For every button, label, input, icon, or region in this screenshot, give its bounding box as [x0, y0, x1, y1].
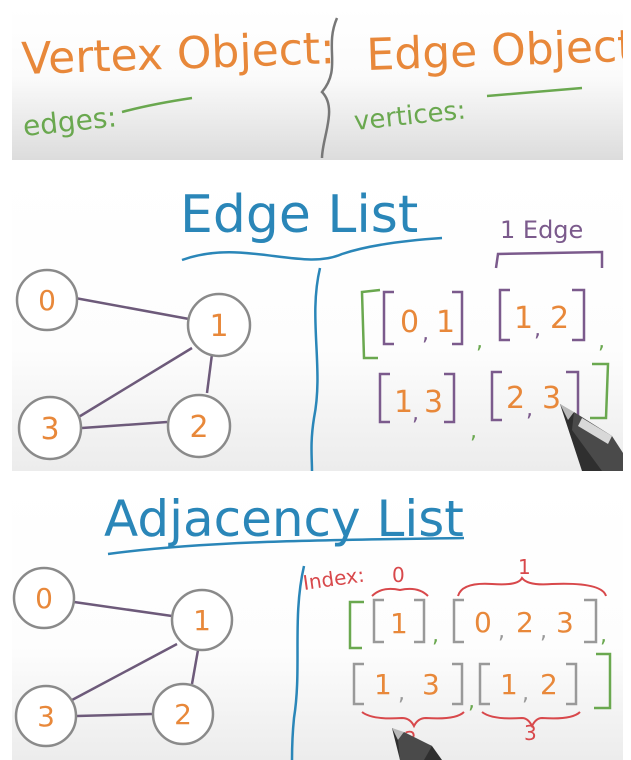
edge-endpoint: 2 [506, 381, 525, 416]
edge-list-node-3: 3 [17, 395, 83, 461]
pen-icon [560, 404, 623, 471]
adjacency-node-0: 0 [12, 566, 76, 630]
edge-endpoint: 3 [542, 381, 561, 416]
vertex-object-title: Vertex Object: [21, 23, 336, 85]
one-edge-annotation: 1 Edge [500, 216, 583, 244]
edge-endpoint: 0 [400, 305, 419, 340]
edge-entry-1: 1 , 2 [498, 288, 586, 342]
index-number-1: 1 [518, 555, 531, 579]
adjacency-entry-2: 1 , 3 [352, 662, 464, 706]
edges-value-line [121, 96, 193, 114]
list-separator: , [470, 419, 477, 444]
neighbor-value: 3 [422, 668, 440, 701]
index-brace-0 [371, 587, 429, 597]
objects-divider [320, 17, 339, 159]
graph-edge-1-2 [205, 353, 214, 394]
edge-list-panel: Edge List 0 1 2 3 1 Edge [12, 168, 623, 471]
list-separator: , [600, 623, 607, 648]
node-label: 1 [209, 309, 228, 344]
index-brace-2 [361, 711, 465, 729]
node-label: 3 [40, 412, 59, 447]
outer-list-open-bracket [348, 600, 364, 650]
edge-endpoint: 1 [436, 305, 455, 340]
vertex-edges-field: edges: [21, 100, 118, 143]
list-separator: , [432, 623, 439, 648]
neighbor-value: 2 [540, 668, 558, 701]
index-number-0: 0 [392, 563, 405, 587]
edge-object-title: Edge Object: [366, 20, 623, 81]
node-label: 2 [174, 698, 192, 731]
index-number-3: 3 [524, 721, 537, 745]
edge-entry-0: 0 , 1 [382, 290, 464, 346]
svg-text:,: , [412, 401, 419, 426]
neighbor-value: 0 [474, 606, 492, 639]
edge-list-node-2: 2 [166, 393, 232, 459]
adjacency-node-2: 2 [151, 682, 215, 746]
neighbor-value: 3 [556, 606, 574, 639]
graph-edge-1-3 [76, 346, 193, 420]
node-label: 0 [38, 284, 56, 317]
svg-text:,: , [398, 681, 405, 706]
graph-edge-1-3 [71, 642, 178, 702]
index-brace-3 [481, 711, 581, 729]
edge-vertices-field: vertices: [353, 95, 468, 137]
edge-endpoint: 3 [424, 385, 443, 420]
list-separator: , [598, 329, 605, 354]
neighbor-value: 1 [500, 668, 518, 701]
graph-edge-3-2 [81, 420, 168, 430]
neighbor-value: 1 [374, 668, 392, 701]
edge-list-graph-edges [74, 296, 214, 430]
outer-list-close-bracket [590, 362, 610, 420]
graph-edge-0-1 [74, 296, 190, 321]
edge-endpoint: 1 [394, 385, 413, 420]
adjacency-node-1: 1 [170, 588, 234, 652]
adjacency-entry-3: 1 , 2 [478, 662, 578, 706]
svg-text:,: , [522, 681, 529, 706]
graph-edge-0-1 [73, 600, 173, 618]
adjacency-divider [290, 565, 306, 760]
list-separator: , [468, 689, 475, 714]
objects-canvas: Vertex Object: edges: Edge Object: verti… [21, 17, 623, 159]
neighbor-value: 1 [390, 607, 408, 640]
svg-text:,: , [526, 397, 533, 422]
edge-list-node-1: 1 [186, 292, 252, 358]
one-edge-bracket [494, 250, 604, 269]
adjacency-list-underline [107, 536, 465, 556]
adjacency-list-canvas: Adjacency List 0 1 2 3 Index: [12, 490, 612, 760]
edge-endpoint: 1 [514, 301, 533, 336]
edge-list-title: Edge List [180, 185, 418, 245]
node-label: 0 [35, 582, 53, 615]
graph-edge-1-2 [190, 649, 200, 685]
vertex-edge-objects-panel: Vertex Object: edges: Edge Object: verti… [12, 8, 623, 160]
svg-text:,: , [422, 321, 429, 346]
svg-text:,: , [498, 619, 505, 644]
edge-list-canvas: Edge List 0 1 2 3 1 Edge [15, 185, 623, 471]
node-label: 3 [37, 700, 55, 733]
index-brace-1 [457, 576, 607, 597]
list-separator: , [476, 329, 483, 354]
pen-icon [392, 728, 442, 760]
adjacency-entry-0: 1 [372, 598, 426, 644]
adjacency-graph-edges [71, 600, 200, 718]
outer-list-close-bracket [594, 652, 612, 710]
adjacency-node-3: 3 [14, 684, 78, 748]
vertices-value-line [486, 86, 583, 98]
node-label: 2 [189, 410, 208, 445]
edge-entry-3: 2 , 3 [490, 370, 580, 422]
adjacency-entry-1: 0 , 2 , 3 [452, 598, 598, 644]
outer-list-open-bracket [360, 288, 381, 360]
neighbor-value: 2 [516, 606, 534, 639]
svg-text:,: , [540, 619, 547, 644]
adjacency-list-panel: Adjacency List 0 1 2 3 Index: [12, 478, 623, 760]
svg-text:,: , [534, 317, 541, 342]
graph-edge-3-2 [76, 712, 153, 718]
index-label: Index: [301, 563, 366, 595]
edge-list-underline [181, 236, 443, 262]
edge-endpoint: 2 [550, 301, 569, 336]
node-label: 1 [193, 604, 211, 637]
edge-list-divider [310, 267, 322, 471]
edge-entry-2: 1 , 3 [378, 372, 456, 426]
edge-list-node-0: 0 [15, 268, 79, 332]
